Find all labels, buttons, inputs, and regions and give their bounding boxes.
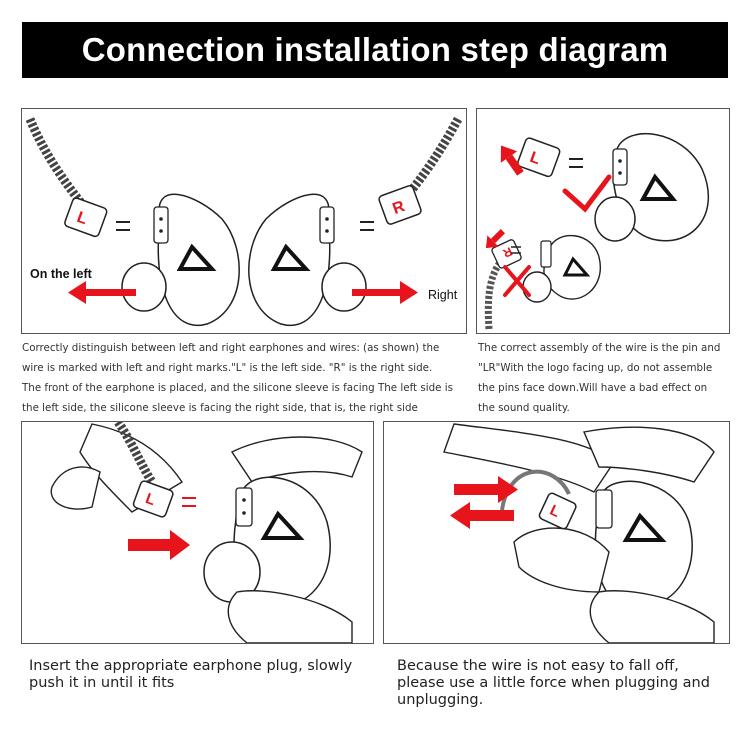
- caption-line: Because the wire is not easy to fall off…: [397, 658, 679, 674]
- panel-left-right: L R: [21, 108, 467, 334]
- wrong-x-icon: [503, 265, 531, 297]
- left-cable: [25, 117, 86, 207]
- caption-line: the left side, the silicone sleeve is fa…: [22, 402, 418, 414]
- caption-line: push it in until it fits: [29, 675, 175, 691]
- insert-plug: L: [132, 480, 174, 518]
- caption-plug-unplug: Because the wire is not easy to fall off…: [397, 658, 732, 709]
- caption-line: Correctly distinguish between left and r…: [22, 342, 440, 354]
- insert-arrow-icon: [128, 530, 190, 560]
- caption-left-right: Correctly distinguish between left and r…: [22, 338, 467, 418]
- left-plug: L: [64, 197, 108, 238]
- caption-correct-assembly: The correct assembly of the wire is the …: [478, 338, 738, 418]
- left-earbud: [121, 193, 240, 327]
- bottom-earbud: [522, 234, 602, 303]
- down-arrow-icon: [485, 228, 506, 249]
- top-logo-icon: [639, 173, 678, 201]
- insert-logo-icon: [260, 510, 305, 540]
- caption-line: the sound quality.: [478, 402, 570, 414]
- pull-plug: L: [538, 492, 577, 530]
- caption-line: wire is marked with left and right marks…: [22, 362, 433, 374]
- panel-insert-plug: L: [21, 421, 374, 644]
- plug-unplug-illustration: L: [443, 423, 715, 643]
- left-arrow-icon: [68, 281, 136, 304]
- top-earbud: [594, 132, 709, 242]
- left-logo-icon: [176, 243, 217, 271]
- insert-cable: [114, 422, 156, 485]
- pull-earbud: [594, 480, 693, 609]
- push-arrow-icon: [454, 476, 518, 503]
- panel-plug-unplug: L: [383, 421, 730, 644]
- pull-arrow-icon: [450, 502, 514, 529]
- check-icon: [562, 174, 612, 213]
- caption-line: unplugging.: [397, 692, 484, 708]
- right-logo-icon: [270, 243, 311, 271]
- right-arrow-icon: [352, 281, 418, 304]
- left-label: On the left: [30, 267, 92, 281]
- caption-line: Insert the appropriate earphone plug, sl…: [29, 658, 353, 674]
- insert-plug-illustration: L: [50, 422, 363, 643]
- correct-assembly-illustration: L R: [484, 132, 709, 330]
- right-earbud: [248, 193, 367, 327]
- wrong-plug: R: [491, 239, 522, 269]
- up-arrow-icon: [500, 145, 524, 176]
- wrong-cable: [484, 262, 502, 330]
- panel-correct-assembly: L R: [476, 108, 730, 334]
- left-right-illustration: L R: [25, 116, 462, 327]
- caption-line: The front of the earphone is placed, and…: [22, 382, 453, 394]
- caption-line: The correct assembly of the wire is the …: [478, 342, 721, 354]
- right-plug: R: [378, 185, 422, 225]
- caption-line: please use a little force when plugging …: [397, 675, 710, 691]
- right-label: Right: [428, 288, 458, 302]
- caption-line: the pins face down.Will have a bad effec…: [478, 382, 708, 394]
- caption-insert-plug: Insert the appropriate earphone plug, sl…: [29, 658, 369, 692]
- correct-plug: L: [517, 137, 561, 178]
- page-title: Connection installation step diagram: [22, 22, 728, 78]
- pull-logo-icon: [622, 512, 667, 542]
- bottom-logo-icon: [562, 256, 591, 277]
- insert-earbud: [203, 476, 331, 609]
- caption-line: "LR"With the logo facing up, do not asse…: [478, 362, 713, 374]
